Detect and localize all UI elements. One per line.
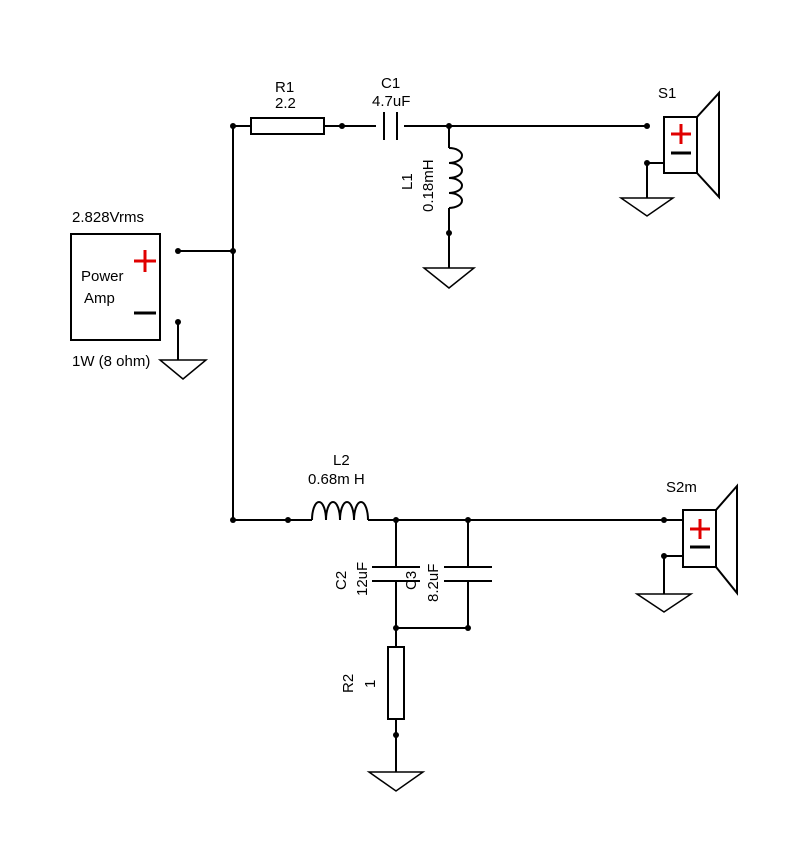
junction-dot — [230, 517, 236, 523]
inductor-l1[interactable]: L1 0.18mH — [399, 147, 463, 212]
junction-dot — [339, 123, 345, 129]
junction-dot — [446, 230, 452, 236]
c1-value: 4.7uF — [372, 93, 410, 110]
r1-value: 2.2 — [275, 95, 296, 112]
amp-voltage-label: 2.828Vrms — [72, 209, 144, 226]
junction-dot — [230, 123, 236, 129]
capacitor-c1[interactable]: C1 4.7uF — [372, 75, 410, 140]
s1-ref: S1 — [658, 85, 676, 102]
junction-dot — [644, 123, 650, 129]
speaker-s2[interactable]: S2m — [664, 479, 738, 596]
s2-ref: S2m — [666, 479, 697, 496]
junction-dot — [465, 625, 471, 631]
c3-value: 8.2uF — [425, 564, 442, 602]
l2-value: 0.68m H — [308, 471, 365, 488]
c3-ref: C3 — [403, 571, 420, 590]
junction-dot — [285, 517, 291, 523]
junction-dot — [393, 732, 399, 738]
capacitor-c3[interactable]: C3 8.2uF — [403, 564, 492, 602]
amp-name-line1: Power — [81, 268, 124, 285]
l1-ref: L1 — [399, 173, 416, 190]
amp-plus-icon — [134, 250, 156, 272]
inductor-l2[interactable]: L2 0.68m H — [308, 452, 369, 521]
resistor-r2[interactable]: R2 1 — [340, 646, 405, 720]
s1-plus-icon — [671, 124, 691, 144]
speaker-s1[interactable]: S1 — [647, 85, 720, 200]
capacitor-c2[interactable]: C2 12uF — [333, 562, 420, 596]
ground-s2-icon — [634, 593, 694, 613]
amp-name-line2: Amp — [84, 290, 115, 307]
c2-value: 12uF — [354, 562, 371, 596]
s2-plus-icon — [690, 519, 710, 539]
junction-dot — [393, 517, 399, 523]
junction-dots — [175, 123, 667, 738]
l2-ref: L2 — [333, 452, 350, 469]
wires — [177, 125, 665, 772]
c1-ref: C1 — [381, 75, 400, 92]
r2-value: 1 — [362, 680, 379, 688]
power-amp[interactable]: 2.828Vrms Power Amp 1W (8 ohm) — [70, 209, 161, 370]
junction-dot — [446, 123, 452, 129]
junction-dot — [230, 248, 236, 254]
resistor-r1[interactable]: R1 2.2 — [250, 79, 325, 135]
junction-dot — [175, 248, 181, 254]
junction-dot — [175, 319, 181, 325]
r1-ref: R1 — [275, 79, 294, 96]
junction-dot — [465, 517, 471, 523]
ground-l1-icon — [421, 267, 477, 289]
r2-ref: R2 — [340, 674, 357, 693]
ground-r2-icon — [366, 771, 426, 792]
l1-value: 0.18mH — [420, 159, 437, 212]
ground-amp-icon — [157, 359, 209, 380]
c2-ref: C2 — [333, 571, 350, 590]
amp-power-label: 1W (8 ohm) — [72, 353, 150, 370]
junction-dot — [393, 625, 399, 631]
ground-s1-icon — [618, 197, 676, 217]
